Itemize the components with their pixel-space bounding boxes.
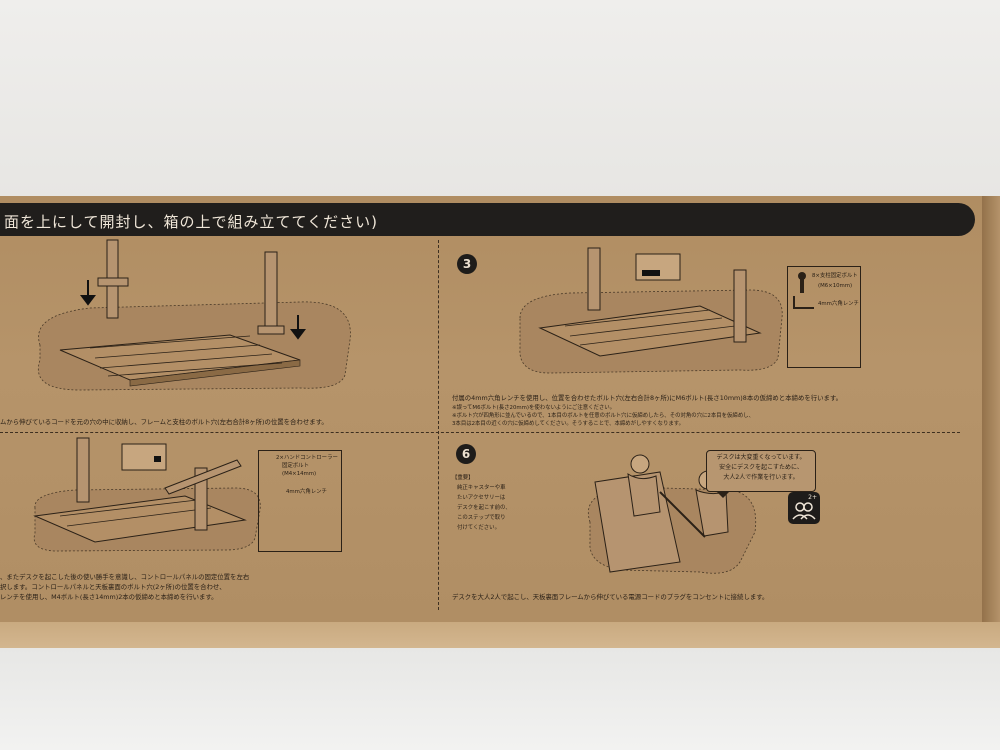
- step5-desk-illustration: [33, 437, 261, 552]
- step3-note-line4: 3本目は2本目の近くの穴に仮締めしてください。そうすることで、本締めがしやすくな…: [452, 421, 684, 427]
- step3-desk-illustration: [519, 247, 783, 374]
- cardboard-box-panel: [0, 196, 982, 624]
- panel-divider-vertical: [438, 240, 439, 610]
- floor-surface: [0, 640, 1000, 750]
- step5-instruction-line1: 、またデスクを起こした後の使い勝手を意識し、コントロールパネルの固定位置を左右: [0, 573, 250, 581]
- step6-note5: 付けてください。: [457, 525, 500, 531]
- step2-caption: ムから伸びているコードを元の穴の中に収納し、フレームと支柱のボルト穴(左右合計8…: [0, 418, 328, 426]
- banner-text: 面を上にして開封し、箱の上で組み立ててください): [4, 213, 378, 231]
- step6-note4: このステップで取り: [457, 515, 506, 521]
- people-count-badge: 2+: [808, 494, 817, 501]
- step5-bracket-size: (M4×14mm): [282, 471, 317, 477]
- bubble-line2: 安全にデスクを起こすために、: [719, 464, 803, 471]
- step5-instruction-line3: レンチを使用し、M4ボルト(長さ14mm)2本の仮締めと本締めを行います。: [0, 593, 218, 601]
- safety-speech-bubble: デスクは大変重くなっています。 安全にデスクを起こすために、 大人2人で作業を行…: [706, 450, 816, 498]
- step6-note2: たいアクセサリーは: [457, 495, 506, 501]
- bolt-icon: [798, 272, 806, 293]
- bubble-line3: 大人2人で作業を行います。: [723, 474, 799, 481]
- wall-background: [0, 0, 1000, 200]
- box-bottom-edge: [0, 622, 1000, 648]
- step5-parts-callout: [258, 450, 342, 552]
- step3-parts-callout: [787, 266, 861, 368]
- step3-number-badge: 3: [457, 254, 477, 274]
- hex-wrench-icon: [793, 296, 814, 309]
- step3-bolt-label: 8×支柱固定ボルト: [812, 273, 858, 279]
- step3-note-line2: ※誤ってM6ボルト(長さ20mm)を使わないようにご注意ください。: [452, 405, 616, 411]
- step3-instruction-line1: 付属の4mm六角レンチを使用し、位置を合わせたボルト穴(左右合計8ヶ所)にM6ボ…: [452, 394, 843, 402]
- step6-lifting-illustration: [588, 454, 757, 574]
- two-people-icon: 2+: [788, 492, 820, 524]
- step6-important-label: 【重要】: [452, 475, 474, 481]
- step3-wrench-label: 4mm六角レンチ: [818, 301, 859, 307]
- step3-note-line3: ※ボルト穴が四角形に並んでいるので、1本目のボルトを任意のボルト穴に仮締めしたら…: [452, 413, 754, 419]
- step6-note3: デスクを起こす前の、: [457, 505, 511, 511]
- step5-wrench-label: 4mm六角レンチ: [286, 489, 327, 495]
- step5-bracket-label: 2×ハンドコントローラー: [276, 455, 338, 461]
- step6-note1: 純正キャスターや車: [457, 485, 506, 491]
- step5-bracket-label2: 固定ボルト: [282, 463, 309, 469]
- instruction-banner: 面を上にして開封し、箱の上で組み立ててください): [0, 203, 975, 236]
- step6-number-badge: 6: [456, 444, 476, 464]
- step2-desk-illustration: [38, 239, 351, 391]
- bubble-line1: デスクは大変重くなっています。: [716, 454, 806, 461]
- step5-instruction-line2: 択します。コントロールパネルと天板裏面のボルト穴(2ヶ所)の位置を合わせ、: [0, 583, 226, 591]
- box-side-flap: [980, 196, 1000, 636]
- step6-caption: デスクを大人2人で起こし、天板裏面フレームから伸びている電源コードのプラグをコン…: [452, 593, 769, 601]
- step3-bolt-size: (M6×10mm): [818, 283, 853, 289]
- panel-divider-horizontal: [0, 432, 960, 433]
